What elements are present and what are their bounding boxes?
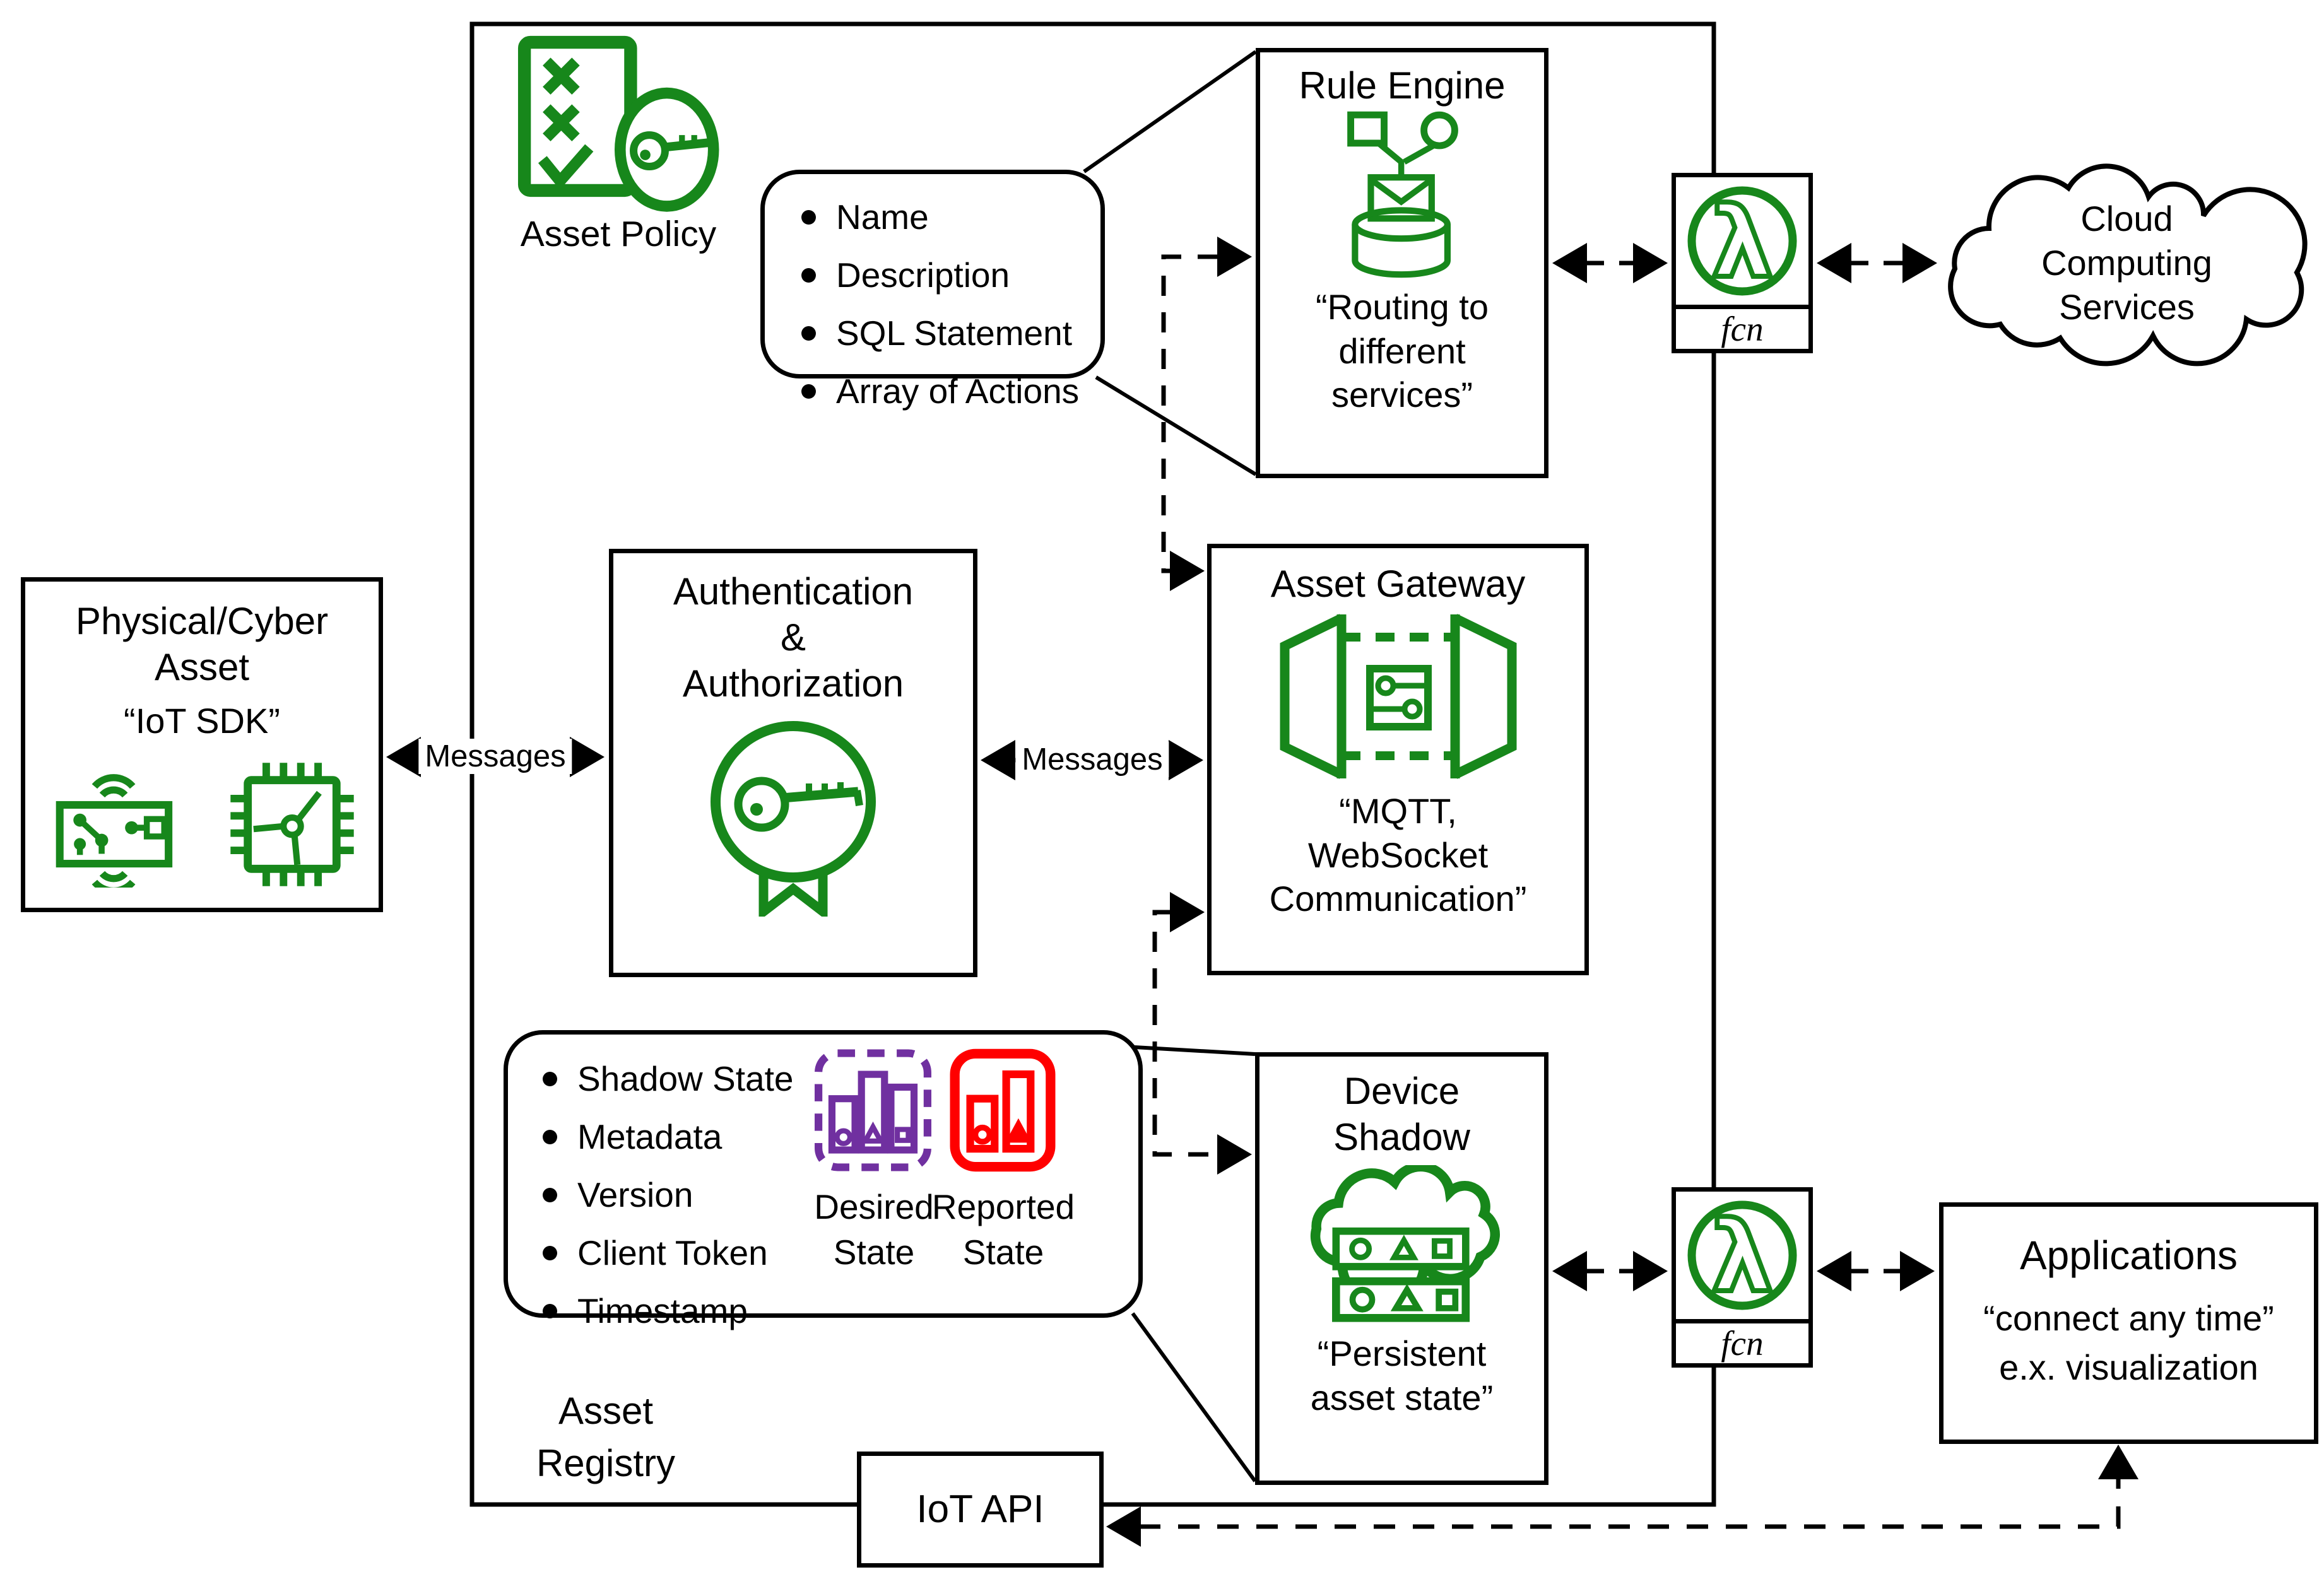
cloud-label-line: Cloud xyxy=(2080,199,2173,238)
rule-callout-item: SQL Statement xyxy=(801,313,1100,353)
shadow-callout-item: Metadata xyxy=(543,1117,793,1157)
svg-text:λ: λ xyxy=(1711,1200,1773,1312)
auth-title-line: Authorization xyxy=(682,662,904,705)
cloud-computing-services: Cloud Computing Services xyxy=(1930,159,2324,367)
rule-callout-item: Array of Actions xyxy=(801,371,1100,411)
shadow-callout-item: Shadow State xyxy=(543,1059,793,1099)
rule-callout-item: Name xyxy=(801,197,1100,237)
iot-api-label: IoT API xyxy=(916,1487,1044,1532)
asset-gateway-quote-line: “MQTT, xyxy=(1339,791,1457,831)
rule-engine-icon xyxy=(1347,111,1458,278)
asset-gateway-box: Asset Gateway “MQTT, WebSocket Communica… xyxy=(1207,544,1589,975)
rule-engine-title: Rule Engine xyxy=(1299,64,1506,107)
asset-policy-label: Asset Policy xyxy=(520,214,717,254)
lambda-fcn-label: fcn xyxy=(1676,1319,1808,1363)
reported-state-label: Reported State xyxy=(931,1187,1075,1272)
device-shadow-title-line: Device xyxy=(1343,1070,1460,1112)
rule-callout-item: Description xyxy=(801,255,1100,295)
rule-engine-quote-line: services” xyxy=(1331,375,1473,415)
arrow-shadow-lambda xyxy=(1552,1251,1668,1291)
arrow-lambda-applications xyxy=(1817,1251,1935,1291)
shadow-callout-item: Client Token xyxy=(543,1233,793,1273)
cloud-label-line: Computing xyxy=(2041,243,2212,283)
device-shadow-box: Device Shadow “Persistent asset state” xyxy=(1255,1052,1548,1485)
asset-registry-label: Asset Registry xyxy=(536,1390,676,1484)
key-badge-icon xyxy=(711,720,876,917)
arrow-gateway-shadow-elbow xyxy=(1152,892,1252,1175)
cloud-label-line: Services xyxy=(2059,287,2195,327)
svg-text:λ: λ xyxy=(1711,185,1773,298)
arrow-rule-lambda xyxy=(1552,243,1668,283)
applications-quote: “connect any time” xyxy=(1983,1298,2274,1339)
iot-api-box: IoT API xyxy=(857,1452,1104,1568)
lambda-icon: λ xyxy=(1687,1199,1797,1312)
lambda-fcn-label: fcn xyxy=(1676,305,1808,349)
gateway-icon xyxy=(1280,614,1516,779)
shadow-callout-tail xyxy=(1131,1045,1257,1482)
rule-engine-quote-line: “Routing to xyxy=(1316,287,1489,327)
rule-engine-box: Rule Engine “Routing to different servic… xyxy=(1256,48,1548,478)
lambda-icon: λ xyxy=(1687,184,1797,298)
messages-label-left: Messages xyxy=(418,739,572,774)
auth-title-line: & xyxy=(780,616,806,659)
device-shadow-icon xyxy=(1310,1165,1500,1322)
device-shadow-title-line: Shadow xyxy=(1333,1116,1470,1159)
arrow-lambda-cloud xyxy=(1817,243,1937,283)
asset-gateway-quote-line: Communication” xyxy=(1269,879,1527,919)
shadow-callout: Shadow State Metadata Version Client Tok… xyxy=(504,1030,1143,1330)
cloud-shape xyxy=(1948,163,2308,367)
messages-label-right: Messages xyxy=(1015,742,1169,777)
desired-state-label: Desired State xyxy=(814,1187,934,1272)
shadow-callout-item: Timestamp xyxy=(543,1291,793,1331)
lambda-function-top: λ fcn xyxy=(1672,173,1813,353)
device-shadow-quote-line: asset state” xyxy=(1310,1377,1494,1417)
applications-box: Applications “connect any time” e.x. vis… xyxy=(1939,1202,2318,1444)
rule-callout: Name Description SQL Statement Array of … xyxy=(760,170,1105,411)
auth-title-line: Authentication xyxy=(673,570,914,613)
device-shadow-quote-line: “Persistent xyxy=(1317,1334,1487,1374)
authentication-authorization-box: Authentication & Authorization xyxy=(609,549,977,977)
asset-policy-icon xyxy=(517,35,719,212)
applications-title: Applications xyxy=(2019,1233,2238,1278)
chip-turbine-icon xyxy=(230,763,354,886)
asset-gateway-title: Asset Gateway xyxy=(1270,563,1526,605)
physical-asset-title-line: Asset xyxy=(154,646,250,689)
arrow-api-applications-elbow xyxy=(1106,1445,2138,1547)
shadow-callout-item: Version xyxy=(543,1175,793,1215)
applications-note: e.x. visualization xyxy=(1999,1347,2258,1387)
physical-asset-subtitle: “IoT SDK” xyxy=(124,701,280,741)
rule-callout-tail xyxy=(1083,50,1257,476)
desired-state-icon xyxy=(815,1049,931,1171)
iot-device-board-icon xyxy=(56,773,172,888)
physical-cyber-asset-box: Physical/Cyber Asset “IoT SDK” xyxy=(21,577,383,912)
reported-state-icon xyxy=(950,1048,1056,1172)
physical-asset-title-line: Physical/Cyber xyxy=(75,600,329,642)
rule-engine-quote-line: different xyxy=(1338,331,1466,371)
arrow-rule-gateway-elbow xyxy=(1161,237,1252,591)
lambda-function-bottom: λ fcn xyxy=(1672,1187,1813,1368)
asset-gateway-quote-line: WebSocket xyxy=(1307,835,1489,875)
